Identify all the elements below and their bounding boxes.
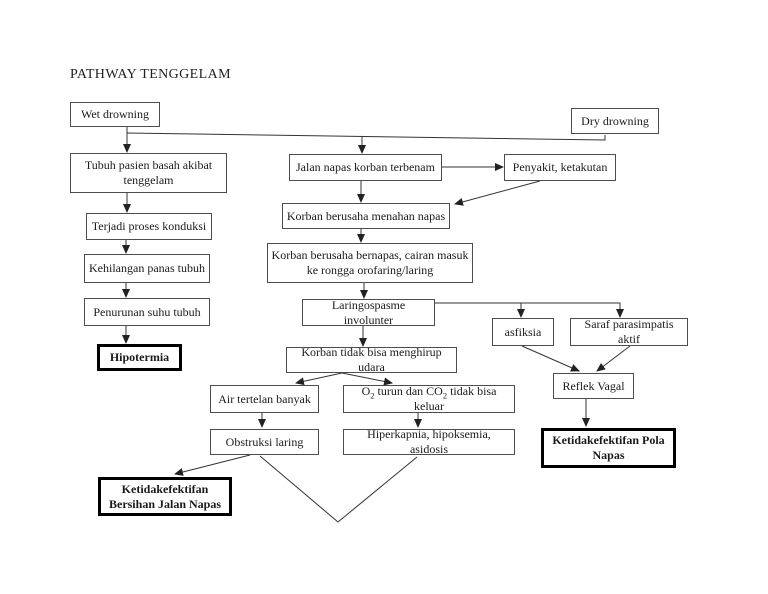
node-o2-turun-co2: O2 turun dan CO2 tidak bisa keluar bbox=[343, 384, 515, 413]
node-label: Korban berusaha bernapas, cairan masuk k… bbox=[271, 248, 469, 277]
node-reflek-vagal: Reflek Vagal bbox=[553, 373, 634, 399]
node-label: Obstruksi laring bbox=[225, 434, 304, 449]
node-label: Hipotermia bbox=[109, 350, 170, 365]
line-v-convergence bbox=[259, 455, 418, 523]
node-label: Kehilangan panas tubuh bbox=[89, 261, 205, 276]
arrow-saraf-to-reflek-vagal bbox=[596, 345, 631, 372]
node-asfiksia: asfiksia bbox=[492, 318, 554, 346]
node-label: Penurunan suhu tubuh bbox=[93, 304, 201, 319]
node-air-tertelan: Air tertelan banyak bbox=[210, 385, 319, 413]
node-label: Ketidakefektifan Pola Napas bbox=[552, 433, 665, 462]
node-tidak-bisa-menghirup: Korban tidak bisa menghirup udara bbox=[286, 345, 457, 374]
node-label: Korban tidak bisa menghirup udara bbox=[301, 345, 442, 374]
node-penyakit-ketakutan: Penyakit, ketakutan bbox=[504, 154, 616, 181]
node-label: asfiksia bbox=[504, 324, 542, 339]
node-label: O2 turun dan CO2 tidak bisa keluar bbox=[361, 384, 497, 413]
node-penurunan-suhu: Penurunan suhu tubuh bbox=[84, 298, 210, 326]
node-label: Tubuh pasien basah akibat tenggelam bbox=[84, 158, 213, 187]
node-obstruksi-laring: Obstruksi laring bbox=[210, 429, 319, 455]
arrow-obstruksi-to-bersihan bbox=[174, 454, 251, 476]
node-label: Jalan napas korban terbenam bbox=[296, 160, 435, 175]
node-label: Penyakit, ketakutan bbox=[512, 160, 608, 175]
node-ketidakefektifan-pola-napas: Ketidakefektifan Pola Napas bbox=[541, 428, 676, 468]
node-tubuh-pasien-basah: Tubuh pasien basah akibat tenggelam bbox=[70, 153, 227, 193]
arrow-asfiksia-to-reflek-vagal bbox=[521, 345, 580, 372]
node-menahan-napas: Korban berusaha menahan napas bbox=[282, 203, 450, 229]
node-label: Reflek Vagal bbox=[562, 378, 625, 393]
node-kehilangan-panas: Kehilangan panas tubuh bbox=[84, 254, 210, 283]
node-berusaha-bernapas: Korban berusaha bernapas, cairan masuk k… bbox=[267, 243, 473, 283]
node-label: Saraf parasimpatis aktif bbox=[584, 317, 674, 346]
node-proses-konduksi: Terjadi proses konduksi bbox=[86, 213, 212, 240]
node-laringospasme: Laringospasme involunter bbox=[302, 297, 435, 327]
node-label: Korban berusaha menahan napas bbox=[286, 208, 446, 223]
node-saraf-parasimpatis: Saraf parasimpatis aktif bbox=[570, 317, 688, 346]
node-hipotermia: Hipotermia bbox=[97, 344, 182, 371]
node-label: Dry drowning bbox=[581, 113, 649, 128]
node-wet-drowning: Wet drowning bbox=[70, 102, 160, 127]
node-label: Terjadi proses konduksi bbox=[91, 219, 207, 234]
node-label: Wet drowning bbox=[80, 107, 150, 122]
arrow-laringospasme-to-saraf bbox=[435, 302, 624, 318]
node-ketidakefektifan-bersihan-jalan-napas: Ketidakefektifan Bersihan Jalan Napas bbox=[98, 477, 232, 516]
node-label: Hiperkapnia, hipoksemia, asidosis bbox=[367, 427, 491, 456]
arrow-penyakit-to-menahan bbox=[454, 180, 541, 206]
node-dry-drowning: Dry drowning bbox=[571, 108, 659, 134]
line-top-distribution bbox=[126, 132, 606, 141]
page-title: PATHWAY TENGGELAM bbox=[70, 67, 231, 82]
node-hiperkapnia: Hiperkapnia, hipoksemia, asidosis bbox=[343, 427, 515, 456]
node-jalan-napas-terbenam: Jalan napas korban terbenam bbox=[289, 154, 442, 181]
node-label: Ketidakefektifan Bersihan Jalan Napas bbox=[108, 481, 222, 511]
node-label: Laringospasme involunter bbox=[331, 297, 406, 327]
node-label: Air tertelan banyak bbox=[218, 391, 311, 406]
